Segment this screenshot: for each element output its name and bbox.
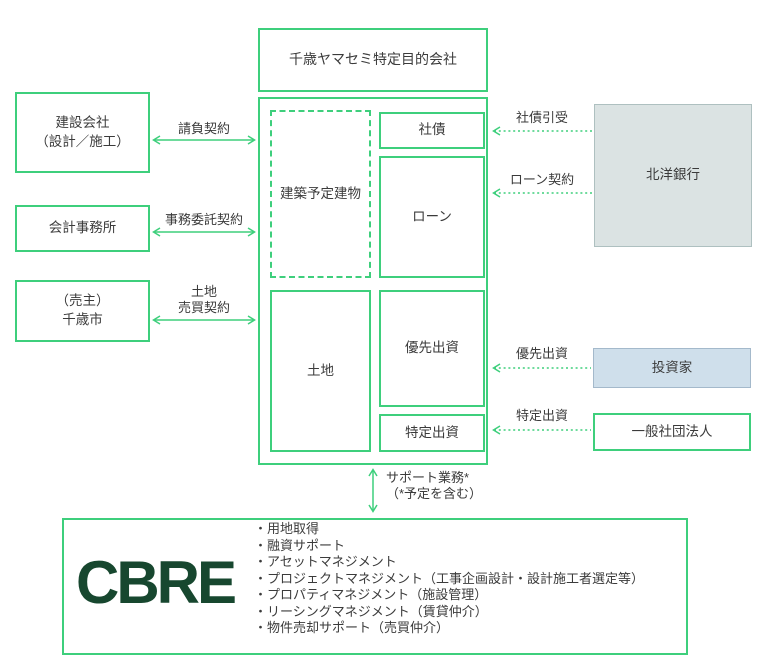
support-services-label: サポート業務* （*予定を含む） (386, 470, 482, 502)
specified-investment-label: 特定出資 (515, 408, 568, 423)
spc-title: 千歳ヤマセミ特定目的会社 (289, 51, 457, 68)
admin-contract-label: 事務委託契約 (164, 212, 243, 227)
seller-name-line2: 千歳市 (62, 312, 103, 327)
land-box: 土地 (270, 290, 371, 452)
bank-box: 北洋銀行 (594, 104, 752, 247)
planned-building-label: 建築予定建物 (280, 185, 361, 201)
support-services-label-line2: （*予定を含む） (386, 486, 483, 501)
cbre-logo: CBRE (76, 549, 237, 616)
service-item: ・物件売却サポート（売買仲介） (254, 620, 450, 635)
service-item: ・プロジェクトマネジメント（工事企画設計・設計施工者選定等） (254, 570, 645, 586)
bond-box: 社債 (379, 112, 485, 149)
service-item: ・用地取得 (254, 521, 320, 536)
construction-company-name-line2: （設計／施工） (35, 133, 130, 149)
construction-contract-label: 請負契約 (177, 121, 230, 136)
support-services-label-line1: サポート業務* (386, 470, 470, 485)
association-box: 一般社団法人 (593, 413, 751, 451)
loan-box: ローン (379, 156, 485, 278)
service-item: ・プロパティマネジメント（施設管理） (254, 587, 488, 602)
investor-box: 投資家 (593, 348, 751, 388)
investor-name: 投資家 (651, 359, 693, 375)
specified-equity-box: 特定出資 (379, 414, 485, 452)
service-item: ・融資サポート (254, 537, 346, 553)
cbre-service-list: ・用地取得 ・融資サポート ・アセットマネジメント ・プロジェクトマネジメント（… (254, 521, 684, 637)
bank-name: 北洋銀行 (646, 167, 700, 183)
seller-name-line1: （売主） (55, 293, 110, 309)
land-label: 土地 (307, 362, 334, 378)
spc-title-box: 千歳ヤマセミ特定目的会社 (258, 28, 488, 92)
preferred-equity-label: 優先出資 (405, 340, 459, 356)
preferred-equity-box: 優先出資 (379, 290, 485, 407)
accounting-office-name: 会計事務所 (48, 220, 117, 236)
loan-contract-label: ローン契約 (509, 172, 575, 187)
seller-box: （売主） 千歳市 (15, 280, 150, 342)
land-sale-contract-label: 土地 売買契約 (152, 284, 256, 316)
specified-equity-label: 特定出資 (405, 424, 459, 440)
construction-company-box: 建設会社 （設計／施工） (15, 92, 150, 173)
service-item: ・アセットマネジメント (254, 554, 397, 569)
land-sale-contract-label-line1: 土地 (190, 284, 217, 299)
service-item: ・リーシングマネジメント（賃貸仲介） (254, 603, 488, 619)
accounting-office-box: 会計事務所 (15, 205, 150, 252)
planned-building-box: 建築予定建物 (270, 110, 371, 278)
association-name: 一般社団法人 (631, 423, 713, 439)
bond-underwriting-label: 社債引受 (515, 110, 568, 125)
construction-company-name-line1: 建設会社 (55, 114, 110, 130)
loan-label: ローン (412, 208, 452, 224)
land-sale-contract-label-line2: 売買契約 (177, 300, 230, 315)
preferred-investment-label: 優先出資 (515, 346, 568, 361)
bond-label: 社債 (418, 122, 446, 138)
cbre-box (62, 518, 688, 655)
